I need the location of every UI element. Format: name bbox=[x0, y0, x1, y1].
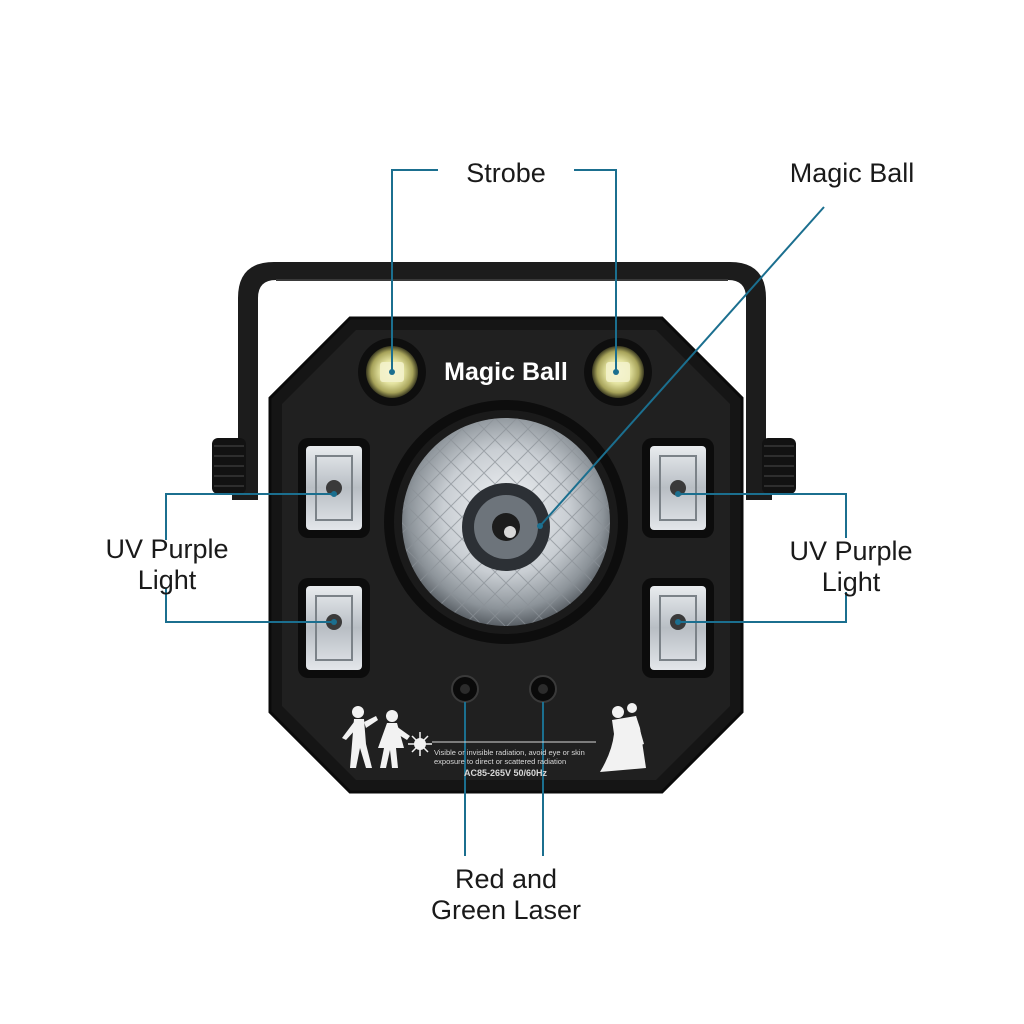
uv-light-bottom-left bbox=[298, 578, 370, 678]
callout-uv-right: UV Purple Light bbox=[766, 536, 936, 598]
laser-warning-icon bbox=[408, 732, 432, 756]
voltage-text: AC85-265V 50/60Hz bbox=[464, 768, 548, 778]
leader-magic-ball bbox=[539, 206, 825, 527]
leader-dots bbox=[331, 369, 681, 625]
leader-uv-left-bottom bbox=[165, 588, 334, 623]
callout-laser-line1: Red and bbox=[454, 864, 558, 894]
callout-laser-line2: Green Laser bbox=[430, 895, 582, 925]
leader-strobe-left bbox=[391, 169, 438, 372]
callout-magic-ball: Magic Ball bbox=[764, 158, 940, 189]
uv-light-bottom-right bbox=[642, 578, 714, 678]
magic-ball-dome bbox=[384, 400, 628, 644]
mounting-bracket bbox=[232, 262, 772, 500]
dancers-left-silhouette bbox=[342, 706, 410, 768]
callout-laser: Red and Green Laser bbox=[404, 864, 608, 926]
callout-magic-ball-text: Magic Ball bbox=[789, 158, 915, 188]
callout-uv-left: UV Purple Light bbox=[82, 534, 252, 596]
device-panel-label: Magic Ball bbox=[444, 358, 568, 386]
laser-aperture-right bbox=[529, 675, 557, 703]
uv-light-top-left bbox=[298, 438, 370, 538]
callout-uv-left-line2: Light bbox=[137, 565, 197, 595]
dancers-right-silhouette bbox=[600, 703, 646, 772]
bracket-hole bbox=[489, 290, 521, 306]
leader-lines bbox=[165, 169, 847, 856]
uv-light-top-right bbox=[642, 438, 714, 538]
callout-uv-right-line2: Light bbox=[821, 567, 881, 597]
knob-left bbox=[212, 438, 246, 494]
warning-text-line-1: Visible or invisible radiation, avoid ey… bbox=[434, 748, 585, 757]
callout-strobe: Strobe bbox=[438, 158, 574, 189]
laser-aperture-left bbox=[451, 675, 479, 703]
callout-strobe-text: Strobe bbox=[466, 158, 546, 188]
leader-uv-right-top bbox=[678, 493, 847, 538]
callout-uv-right-line1: UV Purple bbox=[789, 536, 913, 566]
leader-uv-left-top bbox=[165, 493, 334, 540]
callout-uv-left-line1: UV Purple bbox=[105, 534, 229, 564]
knob-right bbox=[762, 438, 796, 494]
warning-text-line-2: exposure to direct or scattered radiatio… bbox=[434, 757, 566, 766]
leader-uv-right-bottom bbox=[678, 592, 847, 623]
leader-strobe-right bbox=[574, 169, 617, 372]
